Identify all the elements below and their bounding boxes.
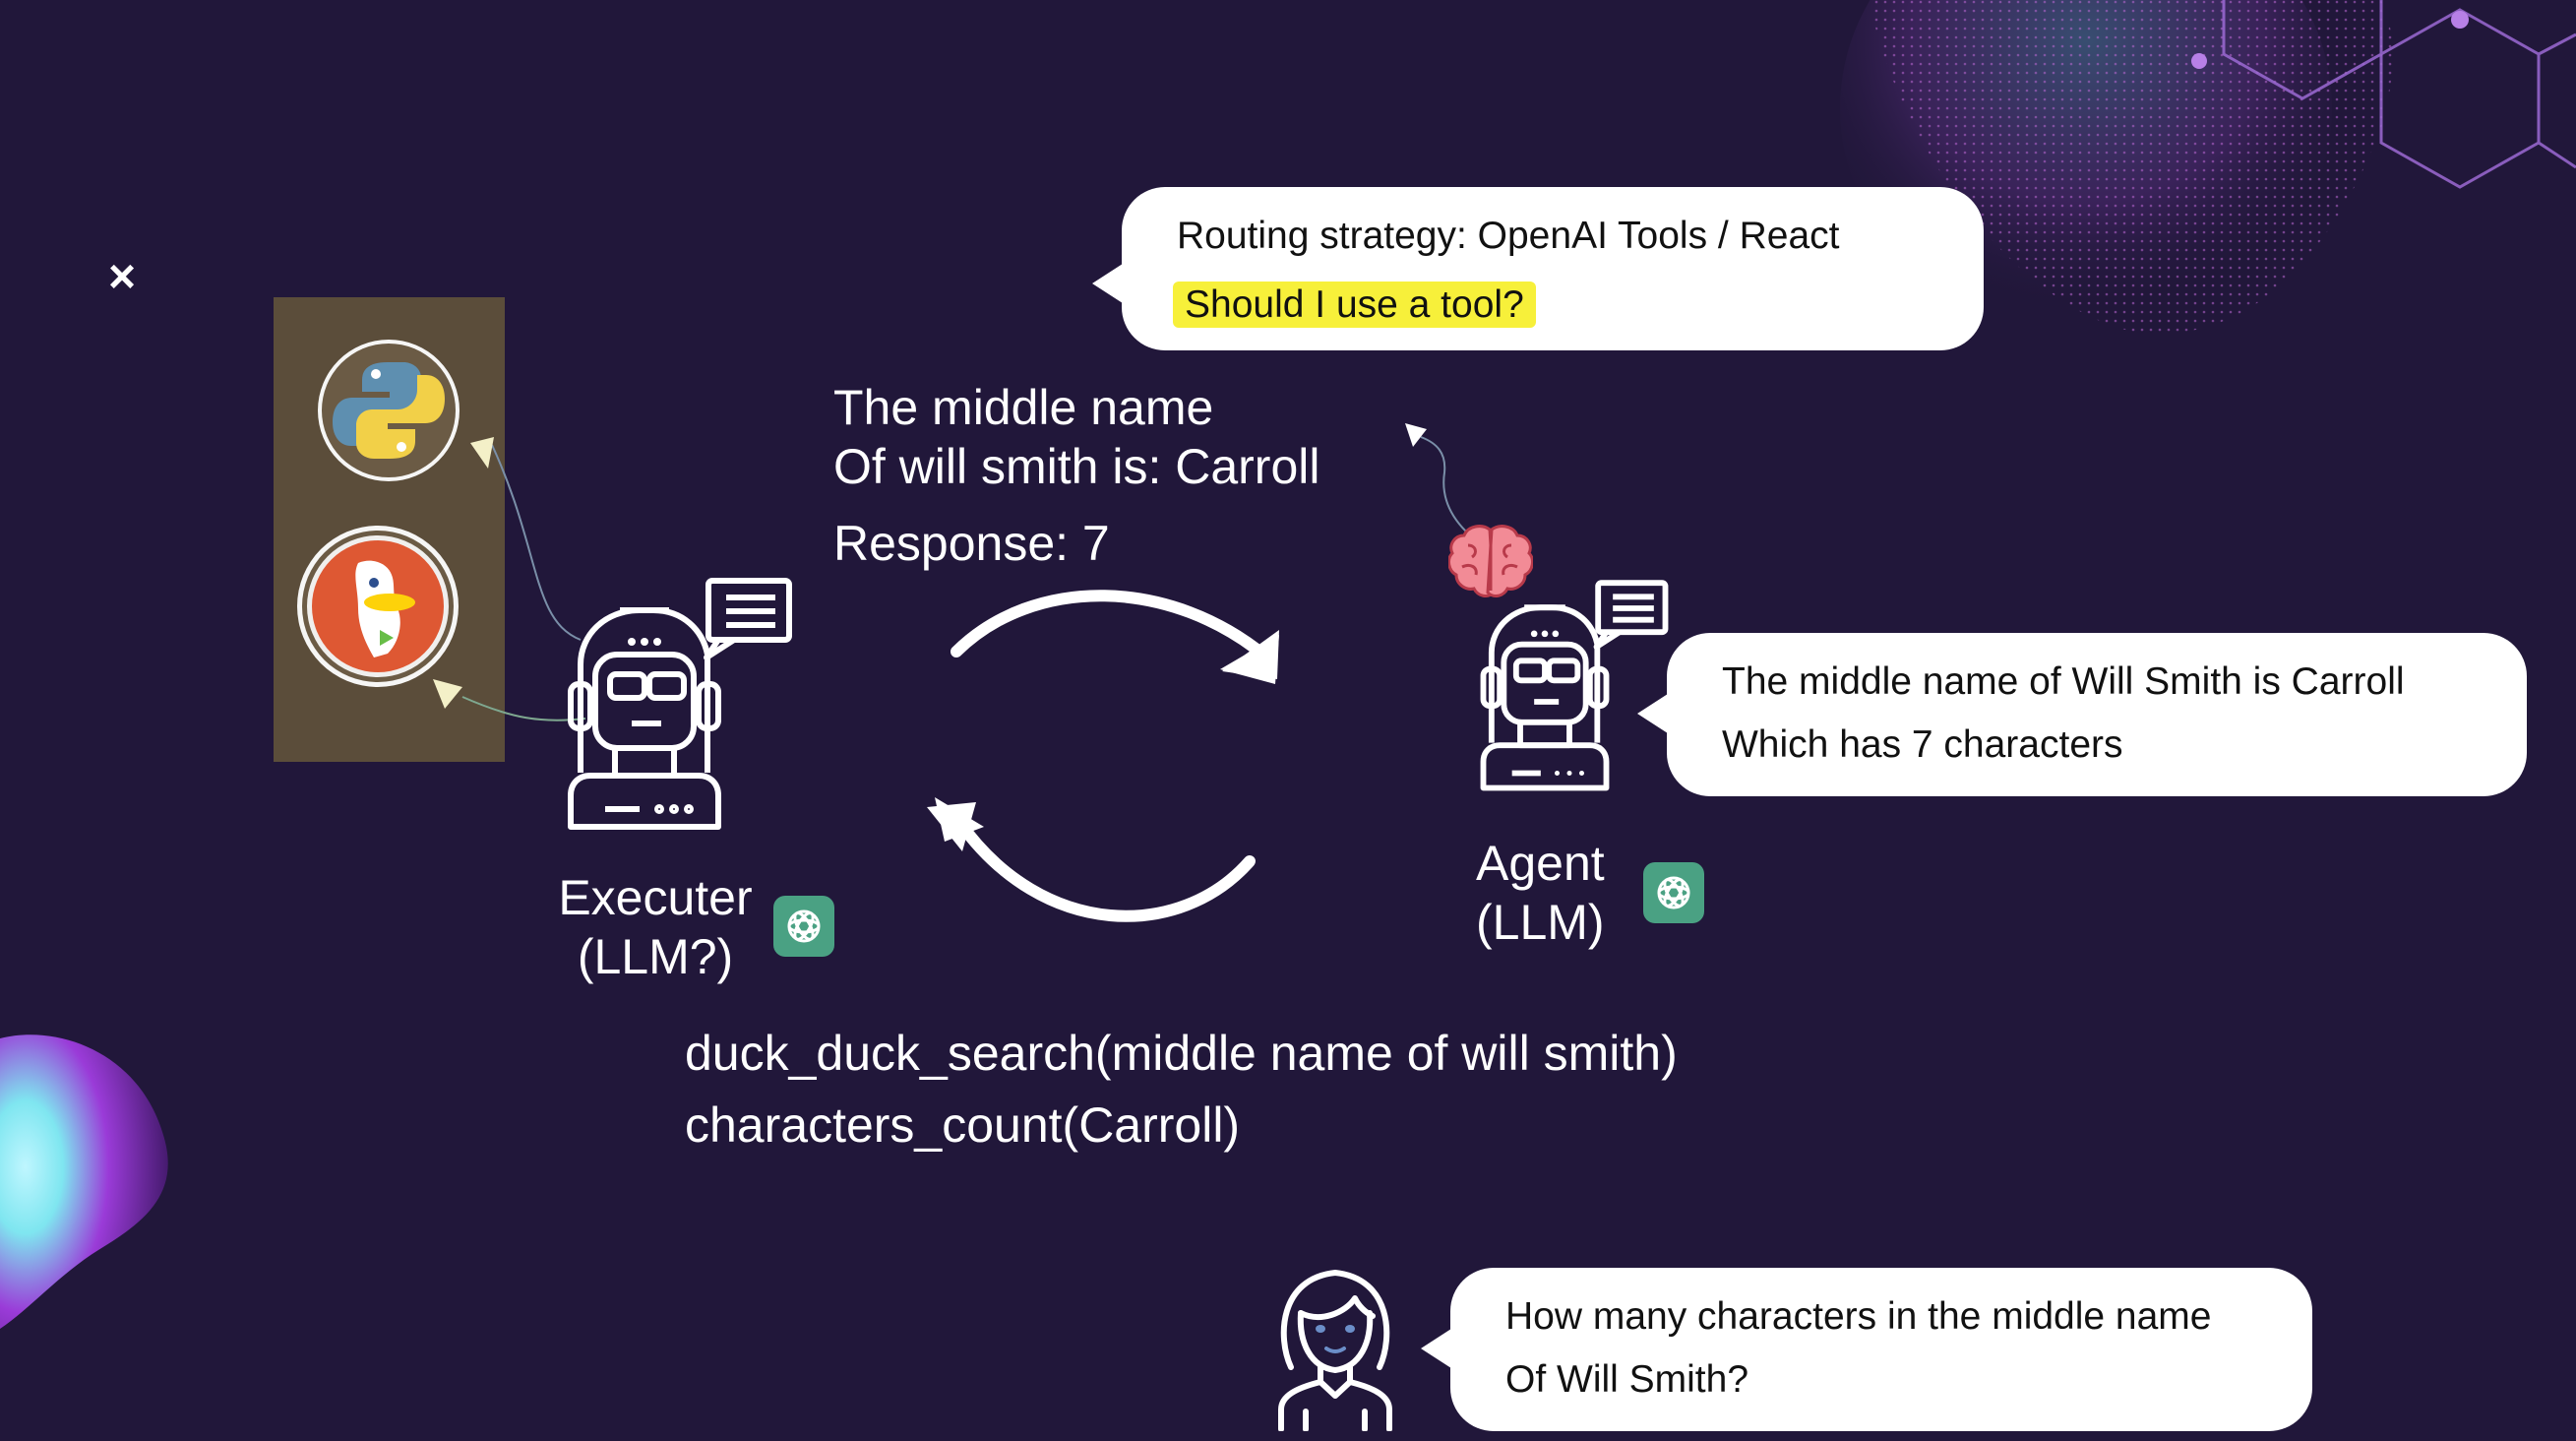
brain-icon xyxy=(1448,525,1533,597)
user-question-line1: How many characters in the middle name xyxy=(1505,1295,2212,1338)
cycle-arrow-icon xyxy=(927,590,1279,922)
python-icon xyxy=(318,340,460,481)
close-icon[interactable]: × xyxy=(108,251,137,303)
openai-icon xyxy=(773,896,834,957)
response-line2: Of will smith is: Carroll xyxy=(833,439,1320,494)
agent-label-line1: Agent xyxy=(1476,836,1605,891)
agent-answer-bubble: The middle name of Will Smith is Carroll… xyxy=(1637,633,2527,796)
background-blob-decoration xyxy=(0,1034,168,1329)
agent-robot-icon xyxy=(1480,580,1669,791)
response-line1: The middle name xyxy=(833,380,1214,435)
agent-label-line2: (LLM) xyxy=(1476,895,1605,950)
tool-call-count: characters_count(Carroll) xyxy=(685,1097,1241,1153)
user-icon xyxy=(1278,1270,1392,1431)
routing-strategy-bubble: Routing strategy: OpenAI Tools / React S… xyxy=(1092,187,1984,350)
executer-label: Executer (LLM?) xyxy=(557,868,754,986)
response-line3: Response: 7 xyxy=(833,516,1110,571)
executer-label-line1: Executer xyxy=(558,870,753,925)
brain-connector xyxy=(1405,423,1467,533)
agent-answer-line1: The middle name of Will Smith is Carroll xyxy=(1722,660,2405,703)
executer-robot-icon xyxy=(568,578,792,830)
tool-calls-text: duck_duck_search(middle name of will smi… xyxy=(685,1018,1678,1161)
executer-label-line2: (LLM?) xyxy=(577,929,734,984)
openai-icon xyxy=(1643,862,1704,923)
user-question-line2: Of Will Smith? xyxy=(1505,1358,1749,1401)
duckduckgo-icon xyxy=(297,526,459,687)
agent-label: Agent (LLM) xyxy=(1476,834,1605,952)
agent-answer-line2: Which has 7 characters xyxy=(1722,723,2123,766)
tool-question-highlight: Should I use a tool? xyxy=(1173,282,1536,328)
user-question-bubble: How many characters in the middle name O… xyxy=(1421,1268,2312,1431)
response-text: The middle name Of will smith is: Carrol… xyxy=(833,378,1319,573)
tool-call-search: duck_duck_search(middle name of will smi… xyxy=(685,1026,1678,1081)
routing-strategy-text: Routing strategy: OpenAI Tools / React xyxy=(1177,215,1840,257)
